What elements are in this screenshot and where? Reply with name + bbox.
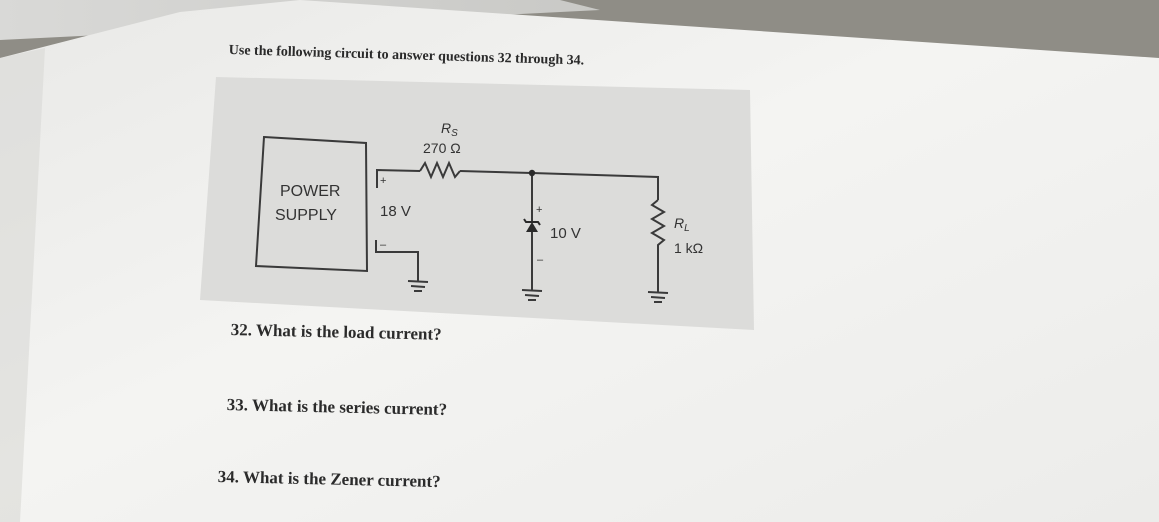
top-wire-right — [459, 170, 659, 200]
load-resistor-letter: R — [674, 215, 684, 231]
figure-panel — [200, 77, 754, 330]
series-resistor-name: RS — [441, 120, 458, 139]
zener-diode-symbol — [523, 218, 541, 232]
series-resistor-value: 270 Ω — [423, 140, 461, 156]
power-supply-label-line1: POWER — [280, 183, 340, 200]
zener-voltage-label: 10 V — [550, 225, 581, 242]
zener-minus-sign: – — [537, 254, 544, 266]
power-supply-label-line2: SUPPLY — [275, 207, 337, 224]
supply-plus-sign: + — [380, 175, 386, 187]
supply-ground-wire — [375, 240, 419, 281]
junction-dot — [528, 169, 536, 177]
ground-symbol-load — [647, 291, 669, 303]
load-resistor-subscript: L — [684, 223, 690, 234]
load-resistor-symbol — [650, 199, 666, 292]
series-resistor-letter: R — [441, 120, 451, 136]
power-supply-box — [254, 135, 369, 273]
ground-symbol-supply — [407, 280, 429, 292]
supply-minus-sign: – — [380, 239, 387, 251]
series-resistor-subscript: S — [451, 128, 458, 139]
series-resistor-symbol — [419, 160, 461, 180]
supply-voltage-label: 18 V — [380, 203, 411, 220]
zener-plus-sign: + — [536, 204, 542, 216]
top-wire-left — [376, 168, 421, 188]
load-resistor-value: 1 kΩ — [674, 240, 703, 256]
ground-symbol-zener — [521, 289, 543, 301]
load-resistor-name: RL — [674, 215, 690, 234]
